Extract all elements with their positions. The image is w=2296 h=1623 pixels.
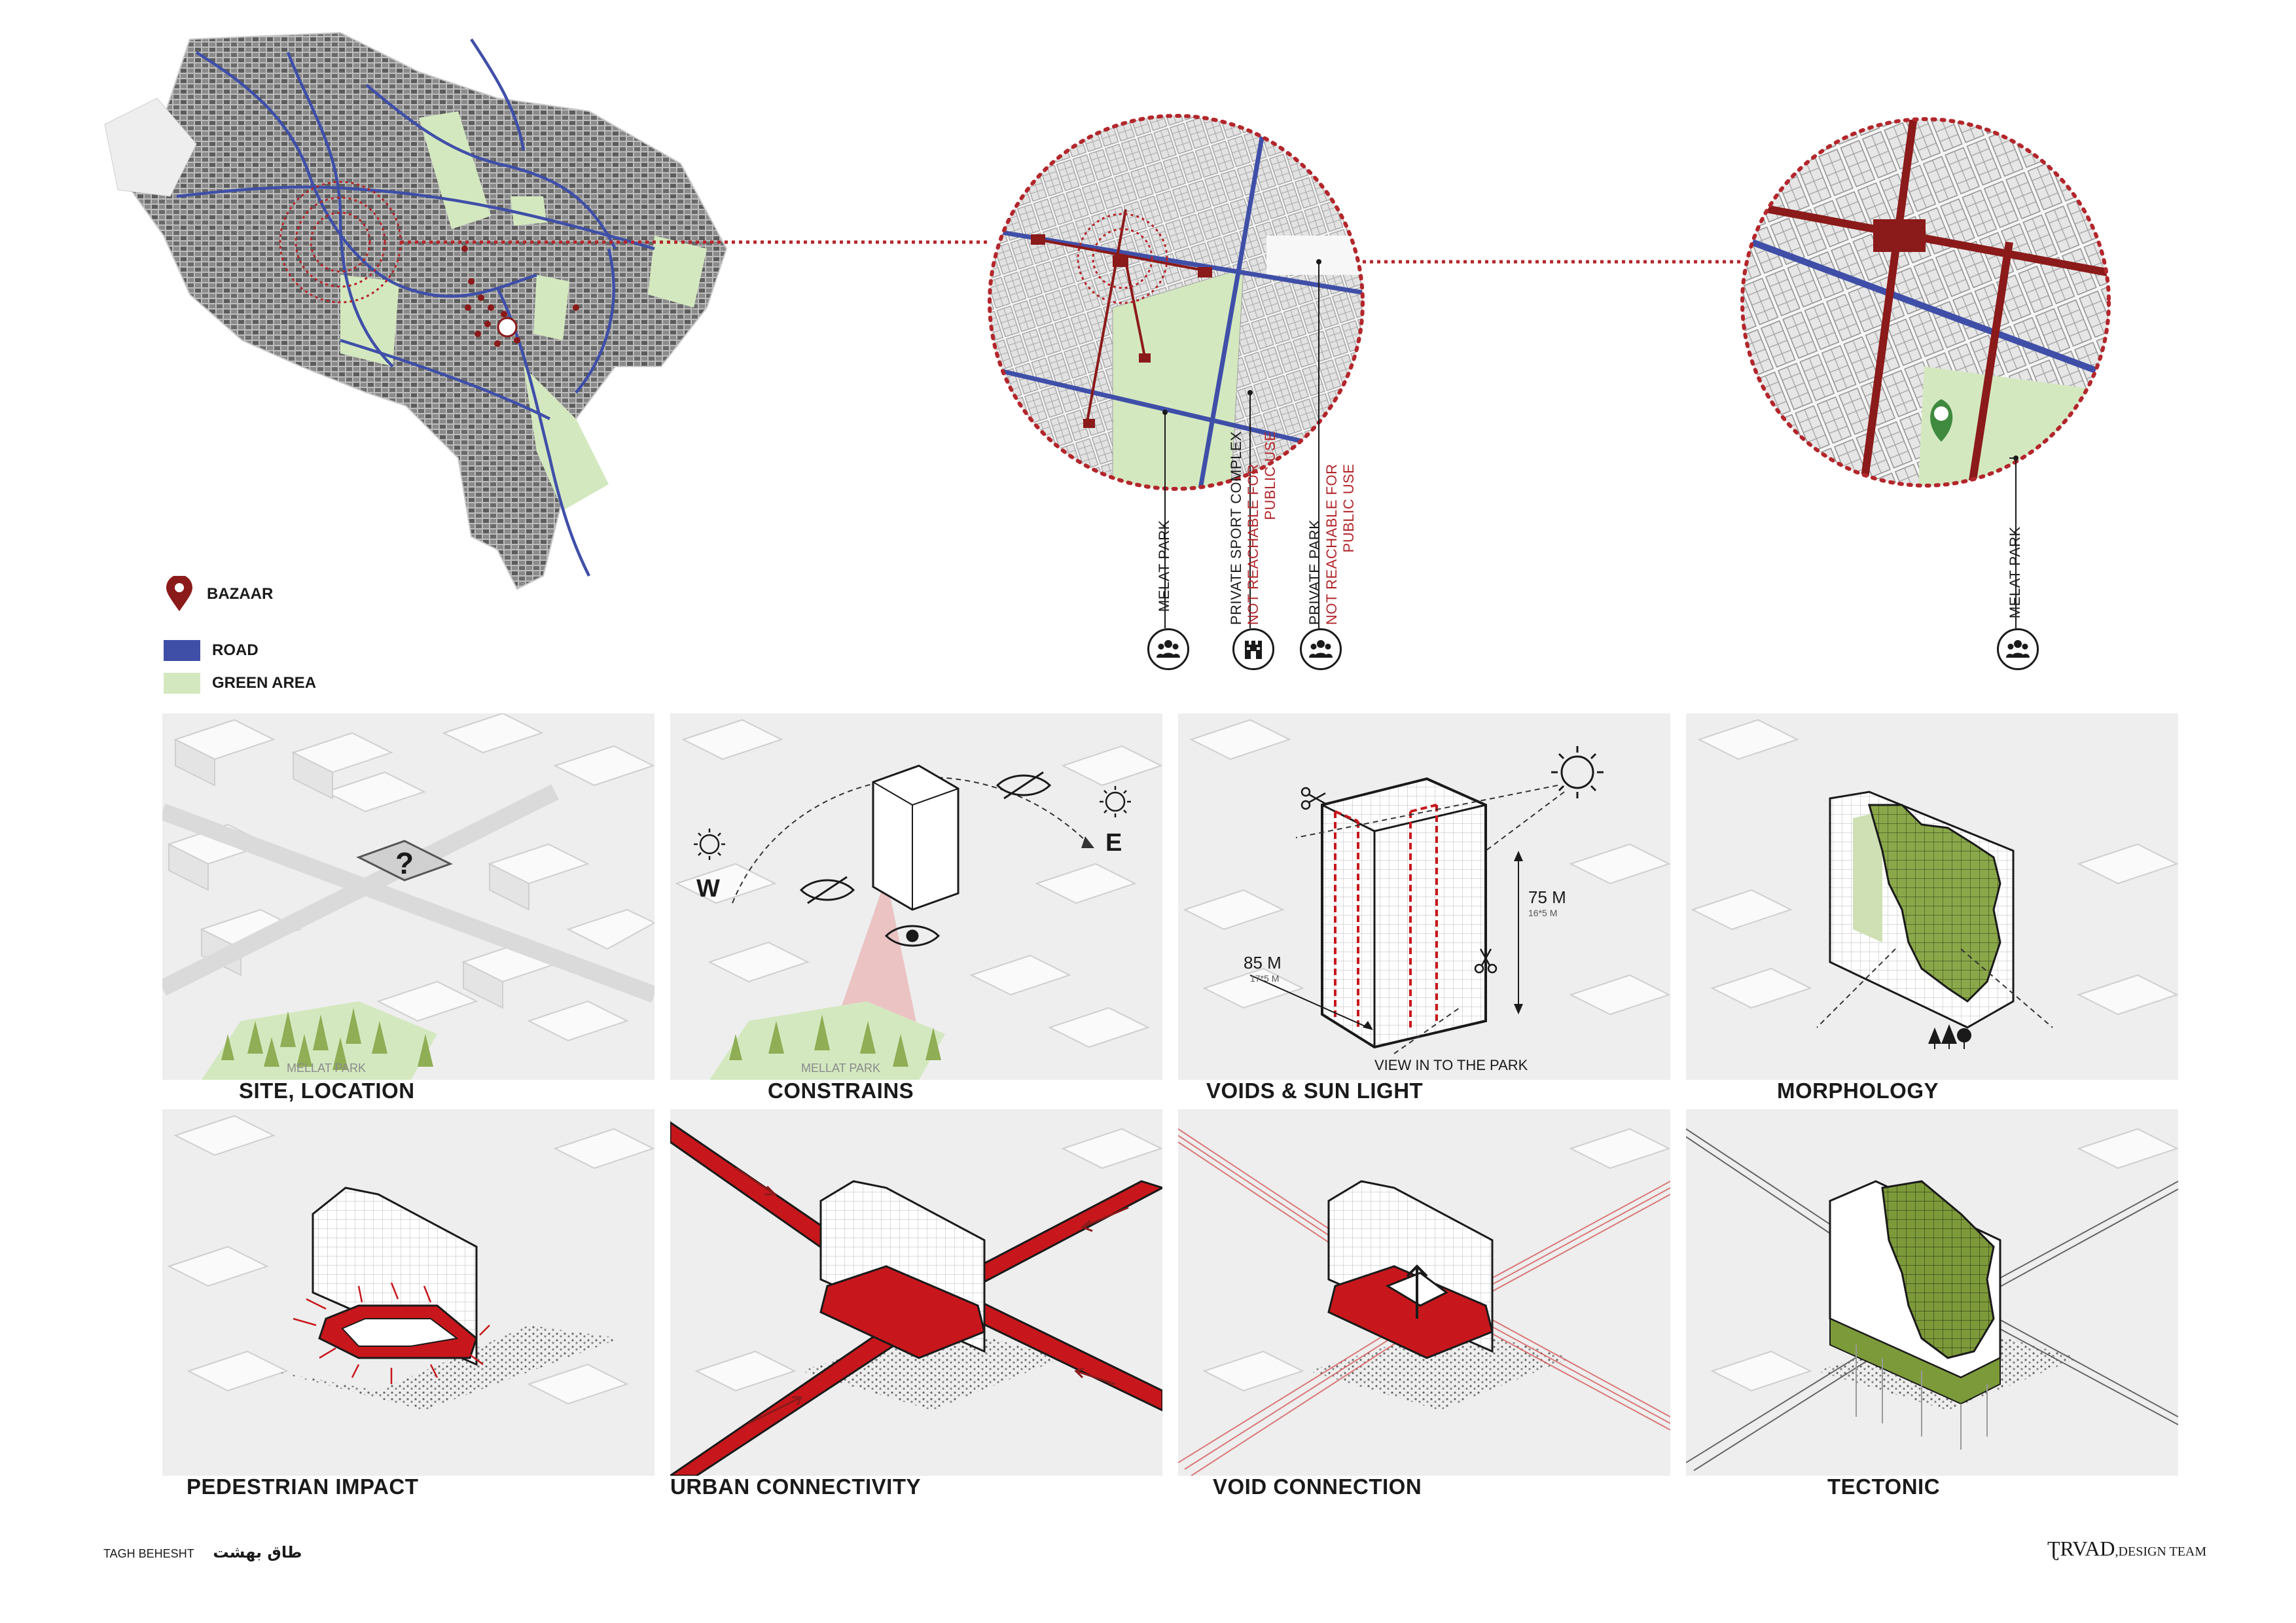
morphology-diagram bbox=[1686, 713, 2178, 1080]
building-icon bbox=[1232, 628, 1274, 670]
urban-connectivity-diagram bbox=[670, 1109, 1162, 1476]
panel-label: TECTONIC bbox=[1827, 1474, 1941, 1499]
hidden-eye-icon bbox=[799, 876, 855, 904]
footer-brand: ƮRVAD bbox=[2047, 1537, 2115, 1560]
site-zoom-right bbox=[1740, 117, 2111, 488]
legend-green-area-label: GREEN AREA bbox=[212, 674, 317, 692]
height-sub-label: 16*5 M bbox=[1528, 908, 1557, 918]
green-area-swatch bbox=[164, 673, 200, 694]
sun-icon bbox=[1551, 746, 1604, 798]
site-zoom-mid bbox=[988, 114, 1365, 491]
callout-note: NOT REACHABLE FOR bbox=[1323, 463, 1340, 625]
callout-note: NOT REACHABLE FOR bbox=[1245, 463, 1261, 625]
panel-void-connection bbox=[1178, 1109, 1670, 1476]
people-icon bbox=[1300, 628, 1342, 670]
length-label: 85 M bbox=[1244, 953, 1282, 972]
callout-note: PUBLIC USE bbox=[1262, 431, 1278, 520]
hidden-eye-icon bbox=[996, 771, 1052, 800]
footer-right: ƮRVAD,DESIGN TEAM bbox=[2047, 1537, 2206, 1561]
callout-label: PRIVATE PARK bbox=[1306, 519, 1323, 625]
panel-label: SITE, LOCATION bbox=[239, 1079, 415, 1103]
road-swatch bbox=[164, 640, 200, 661]
site-question-mark: ? bbox=[395, 846, 414, 880]
legend-bazaar: BAZAAR bbox=[164, 576, 273, 613]
panel-urban-connectivity bbox=[670, 1109, 1162, 1476]
people-icon bbox=[1997, 628, 2039, 670]
park-label: MELLAT PARK bbox=[801, 1061, 880, 1075]
east-label: E bbox=[1105, 829, 1122, 857]
length-sub-label: 17*5 M bbox=[1250, 973, 1279, 984]
footer-left: TAGH BEHESHT طاق بهشت bbox=[103, 1543, 302, 1561]
panel-tectonic bbox=[1686, 1109, 2178, 1476]
footer-project-name: TAGH BEHESHT bbox=[103, 1547, 194, 1560]
tectonic-diagram bbox=[1686, 1109, 2178, 1476]
panel-label: URBAN CONNECTIVITY bbox=[670, 1474, 922, 1499]
view-label: VIEW IN TO THE PARK bbox=[1374, 1057, 1528, 1073]
people-icon bbox=[1147, 628, 1189, 670]
park-label: MELLAT PARK bbox=[287, 1061, 366, 1075]
callout-label: PRIVATE SPORT COMPLEX bbox=[1228, 431, 1244, 625]
legend-bazaar-label: BAZAAR bbox=[207, 585, 274, 603]
callout-private-sport-complex: PRIVATE SPORT COMPLEX NOT REACHABLE FOR … bbox=[1228, 431, 1279, 625]
pedestrian-impact-diagram bbox=[162, 1109, 655, 1476]
city-map bbox=[104, 31, 728, 590]
panel-morphology bbox=[1686, 713, 2178, 1080]
panel-label: CONSTRAINS bbox=[768, 1079, 914, 1103]
footer-team: ,DESIGN TEAM bbox=[2115, 1544, 2207, 1559]
panel-voids-sun-light: 75 M 16*5 M 85 M 17*5 M VIEW IN TO THE P… bbox=[1178, 713, 1670, 1080]
panel-label: MORPHOLOGY bbox=[1777, 1079, 1939, 1103]
scissors-icon bbox=[1300, 787, 1326, 810]
height-label: 75 M bbox=[1528, 887, 1566, 907]
panel-label: VOID CONNECTION bbox=[1213, 1474, 1422, 1499]
callout-note: PUBLIC USE bbox=[1340, 463, 1357, 553]
voids-sun-diagram: 75 M 16*5 M 85 M 17*5 M VIEW IN TO THE P… bbox=[1178, 713, 1670, 1080]
scissors-icon bbox=[1474, 948, 1498, 974]
up-arrow-icon bbox=[1406, 1264, 1428, 1319]
void-connection-diagram bbox=[1178, 1109, 1670, 1476]
callout-melat-park-mid: MELAT PARK bbox=[1156, 520, 1172, 612]
map-pin-icon bbox=[166, 576, 192, 611]
legend-road: ROAD bbox=[164, 640, 259, 661]
constrains-diagram: W E MELLAT PARK bbox=[670, 713, 1162, 1080]
footer-project-name-persian: طاق بهشت bbox=[213, 1543, 302, 1561]
panel-constrains: W E MELLAT PARK bbox=[670, 713, 1162, 1080]
panel-label: VOIDS & SUN LIGHT bbox=[1206, 1079, 1424, 1103]
eye-icon bbox=[884, 925, 941, 947]
panel-site-location: ? MELLAT PARK bbox=[162, 713, 655, 1080]
sun-icon bbox=[694, 829, 725, 860]
west-label: W bbox=[696, 875, 720, 902]
trees-icon bbox=[1928, 1024, 1971, 1049]
sun-icon bbox=[1100, 786, 1131, 817]
callout-melat-park-right: MELAT PARK bbox=[2007, 526, 2023, 618]
panel-pedestrian-impact bbox=[162, 1109, 655, 1476]
callout-private-park: PRIVATE PARK NOT REACHABLE FOR PUBLIC US… bbox=[1306, 464, 1357, 625]
panel-label: PEDESTRIAN IMPACT bbox=[187, 1474, 419, 1499]
site-location-diagram: ? MELLAT PARK bbox=[162, 713, 655, 1080]
legend-road-label: ROAD bbox=[212, 641, 259, 659]
legend-green-area: GREEN AREA bbox=[164, 673, 316, 694]
